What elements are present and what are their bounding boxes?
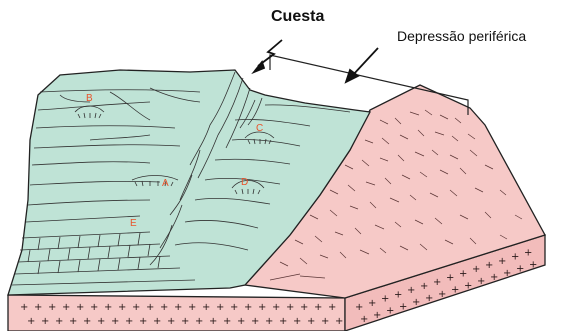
cross-symbol: + xyxy=(477,276,485,287)
cross-symbol: + xyxy=(125,316,133,327)
cross-symbol: + xyxy=(328,302,336,313)
cross-symbol: + xyxy=(529,259,537,270)
cross-symbol: + xyxy=(360,314,368,325)
cross-symbol: + xyxy=(118,302,126,313)
cross-symbol: + xyxy=(407,285,415,296)
cross-symbol: + xyxy=(381,294,389,305)
cross-symbol: + xyxy=(83,316,91,327)
depressao-label: Depressão periférica xyxy=(397,28,526,44)
depression-arrow-icon xyxy=(346,48,378,82)
cross-symbol: + xyxy=(181,316,189,327)
cross-symbol: + xyxy=(244,302,252,313)
cross-symbol: + xyxy=(524,247,532,258)
cross-symbol: + xyxy=(412,297,420,308)
cross-symbol: + xyxy=(90,302,98,313)
cross-symbol: + xyxy=(62,302,70,313)
cross-symbol: + xyxy=(223,316,231,327)
cross-symbol: + xyxy=(27,316,35,327)
cross-symbol: + xyxy=(373,310,381,321)
cross-symbol: + xyxy=(76,302,84,313)
cross-symbol: + xyxy=(20,302,28,313)
cross-symbol: + xyxy=(490,272,498,283)
cross-symbol: + xyxy=(48,302,56,313)
cross-symbol: + xyxy=(146,302,154,313)
cross-symbol: + xyxy=(111,316,119,327)
point-label-a: A xyxy=(162,178,169,189)
cross-symbol: + xyxy=(272,302,280,313)
cross-symbol: + xyxy=(188,302,196,313)
cross-symbol: + xyxy=(472,264,480,275)
cross-symbol: + xyxy=(34,302,42,313)
cross-symbol: + xyxy=(498,256,506,267)
cross-symbol: + xyxy=(464,280,472,291)
point-label-d: D xyxy=(241,177,248,188)
cross-symbol: + xyxy=(216,302,224,313)
cross-symbol: + xyxy=(69,316,77,327)
cross-symbol: + xyxy=(230,302,238,313)
cross-symbol: + xyxy=(209,316,217,327)
cross-symbol: + xyxy=(485,260,493,271)
point-label-e: E xyxy=(130,218,137,229)
cross-symbol: + xyxy=(451,285,459,296)
cross-symbol: + xyxy=(446,273,454,284)
cross-symbol: + xyxy=(386,306,394,317)
cross-symbol: + xyxy=(511,252,519,263)
cross-symbol: + xyxy=(459,268,467,279)
cross-symbol: + xyxy=(516,264,524,275)
cross-symbol: + xyxy=(195,316,203,327)
cross-symbol: + xyxy=(420,281,428,292)
cross-symbol: + xyxy=(160,302,168,313)
cross-symbol: + xyxy=(368,298,376,309)
cross-symbol: + xyxy=(321,316,329,327)
cross-symbol: + xyxy=(265,316,273,327)
cross-symbol: + xyxy=(97,316,105,327)
cross-symbol: + xyxy=(307,316,315,327)
cross-symbol: + xyxy=(433,277,441,288)
cross-symbol: + xyxy=(55,316,63,327)
cross-symbol: + xyxy=(355,302,363,313)
cuesta-label: Cuesta xyxy=(271,8,324,25)
cross-symbol: + xyxy=(132,302,140,313)
cuesta-arrow-icon xyxy=(254,40,282,72)
cross-symbol: + xyxy=(153,316,161,327)
cross-symbol: + xyxy=(258,302,266,313)
cross-symbol: + xyxy=(202,302,210,313)
cross-symbol: + xyxy=(251,316,259,327)
cross-symbol: + xyxy=(279,316,287,327)
cross-symbol: + xyxy=(438,289,446,300)
cross-symbol: + xyxy=(335,316,343,327)
cross-symbol: + xyxy=(425,293,433,304)
point-label-b: B xyxy=(86,93,93,104)
cross-symbol: + xyxy=(300,302,308,313)
cross-symbol: + xyxy=(503,268,511,279)
cross-symbol: + xyxy=(104,302,112,313)
cross-symbol: + xyxy=(174,302,182,313)
point-label-c: C xyxy=(256,123,263,134)
cross-symbol: + xyxy=(237,316,245,327)
cross-symbol: + xyxy=(314,302,322,313)
cross-symbol: + xyxy=(399,301,407,312)
cross-symbol: + xyxy=(139,316,147,327)
cross-symbol: + xyxy=(167,316,175,327)
cross-symbol: + xyxy=(286,302,294,313)
cross-symbol: + xyxy=(41,316,49,327)
cross-symbol: + xyxy=(394,289,402,300)
cross-symbol: + xyxy=(293,316,301,327)
